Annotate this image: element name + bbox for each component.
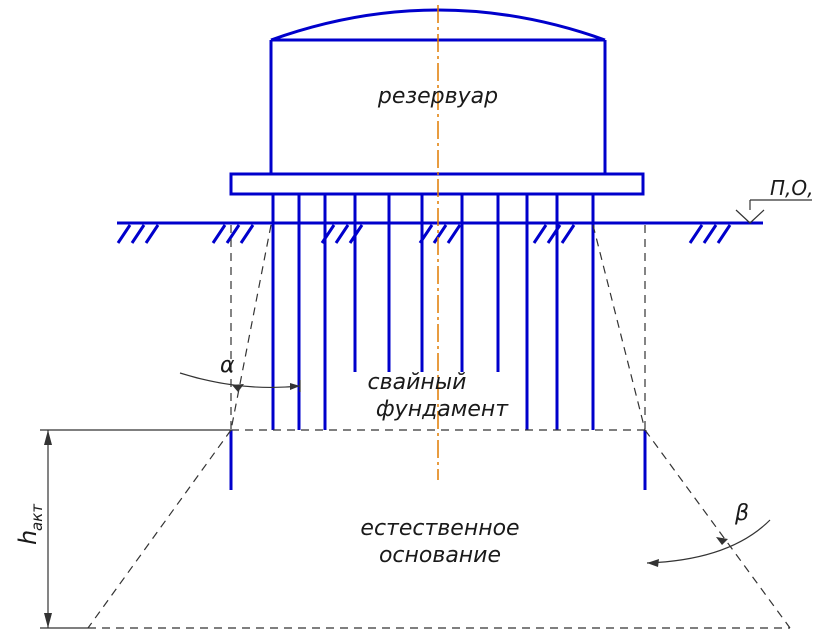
ground-mark-label: П,О, <box>770 176 814 200</box>
left-slope-upper <box>230 224 272 431</box>
pile-foundation-label-1: свайный <box>368 370 467 395</box>
foundation-slab <box>229 172 645 196</box>
h-label-sub: акт <box>28 503 46 531</box>
beta-label: β <box>734 501 749 526</box>
natural-base-label-1: естественное <box>360 516 519 541</box>
alpha-angle <box>179 372 301 392</box>
tank-label: резервуар <box>377 84 498 109</box>
construction-lines <box>87 224 791 629</box>
h-label: h акт <box>14 503 46 545</box>
left-slope-lower <box>87 429 232 629</box>
ground-hatching <box>116 224 732 244</box>
alpha-label: α <box>220 353 235 378</box>
pile-foundation-label-2: фундамент <box>376 397 509 422</box>
right-slope-lower <box>644 429 791 629</box>
piles <box>229 194 647 490</box>
dimension-h <box>40 429 231 629</box>
natural-base-label-2: основание <box>379 543 501 568</box>
beta-angle <box>646 519 771 567</box>
ground-mark <box>735 199 812 224</box>
h-label-main: h <box>14 530 42 545</box>
right-slope-upper <box>592 224 646 431</box>
